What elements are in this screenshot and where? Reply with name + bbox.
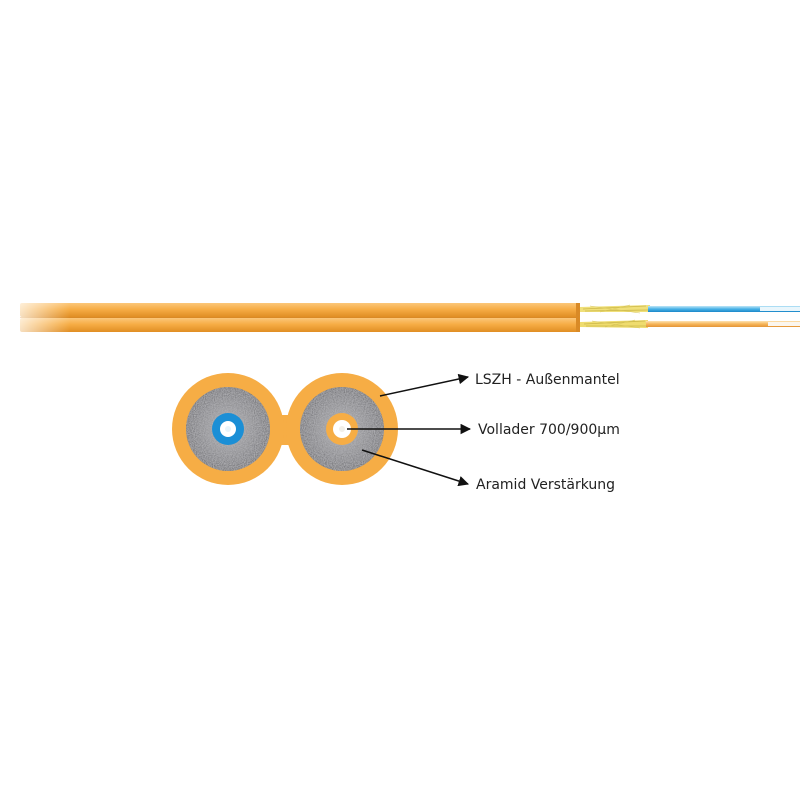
jacket-tube-upper — [20, 303, 580, 317]
label-lszh-jacket: LSZH - Außenmantel — [475, 372, 620, 388]
cable-side-view — [0, 298, 800, 338]
jacket-tube-lower — [20, 318, 580, 332]
label-aramid: Aramid Verstärkung — [476, 477, 615, 493]
arrow-aramid — [361, 449, 469, 487]
fiber-blue — [648, 306, 800, 312]
fiber-orange — [646, 321, 800, 327]
label-tight-buffer: Vollader 700/900µm — [478, 422, 620, 438]
arrow-jacket — [379, 373, 470, 397]
callouts — [347, 373, 472, 487]
aramid-yarn — [580, 304, 650, 329]
